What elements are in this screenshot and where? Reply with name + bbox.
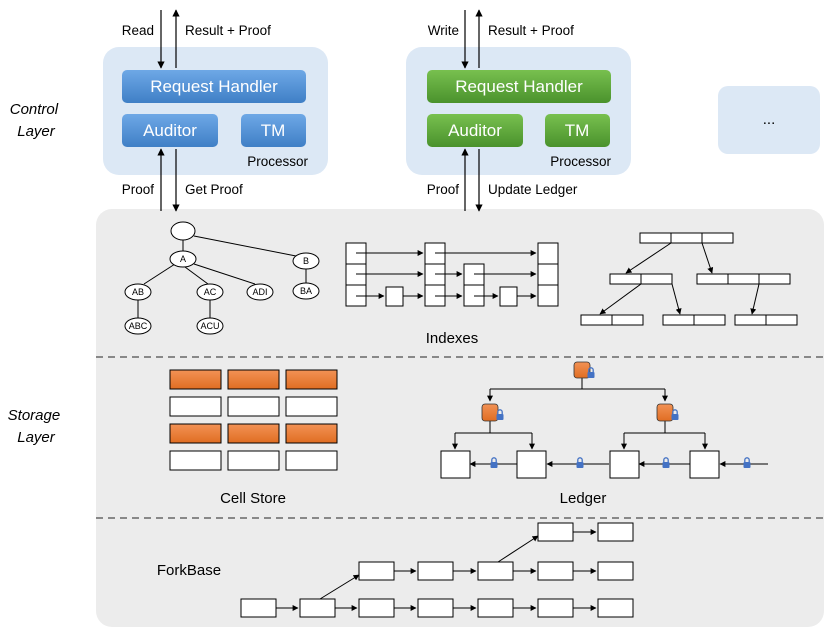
- trie-node-adi: ADI: [252, 287, 267, 297]
- get-proof-label: Get Proof: [185, 182, 243, 197]
- result-proof-label: Result + Proof: [185, 23, 271, 38]
- proof-label: Proof: [427, 182, 460, 197]
- processor-left: Request Handler Auditor TM Processor: [103, 47, 328, 175]
- ledger: [440, 361, 768, 479]
- result-proof-label: Result + Proof: [488, 23, 574, 38]
- tm-label: TM: [565, 121, 590, 140]
- trie-node-acu: ACU: [200, 321, 219, 331]
- control-layer-label: Control Layer: [10, 101, 63, 140]
- bplus-tree-index: [580, 232, 798, 326]
- auditor-box: [427, 114, 523, 147]
- indexes-label: Indexes: [426, 330, 479, 347]
- request-handler-box: [122, 70, 306, 103]
- request-handler-label: Request Handler: [455, 77, 583, 96]
- read-label: Read: [122, 23, 154, 38]
- auditor-box: [122, 114, 218, 147]
- more-processors-box: [718, 86, 820, 154]
- tm-box: [241, 114, 306, 147]
- processor-caption: Processor: [550, 154, 611, 169]
- ledger-label: Ledger: [560, 490, 607, 507]
- write-label: Write: [428, 23, 459, 38]
- forkbase-chains: [240, 522, 634, 618]
- skip-list-index: [345, 242, 559, 307]
- tm-box: [545, 114, 610, 147]
- trie-node-a: A: [180, 254, 186, 264]
- forkbase-label: ForkBase: [157, 562, 221, 579]
- storage-layer-label: Storage Layer: [8, 407, 65, 446]
- request-handler-box: [427, 70, 611, 103]
- storage-layer-panel: [96, 209, 824, 627]
- update-ledger-label: Update Ledger: [488, 182, 578, 197]
- cell-store-label: Cell Store: [220, 490, 286, 507]
- processor-right: Request Handler Auditor TM Processor: [406, 47, 631, 175]
- auditor-label: Auditor: [448, 121, 502, 140]
- trie-nodes: A B AB AC ADI BA ABC ACU: [124, 221, 320, 335]
- trie-node-ab: AB: [132, 287, 144, 297]
- tm-label: TM: [261, 121, 286, 140]
- more-processors-label: ...: [763, 111, 776, 128]
- proof-label: Proof: [122, 182, 155, 197]
- request-handler-label: Request Handler: [150, 77, 278, 96]
- trie-index: [137, 235, 307, 318]
- cell-store: [169, 369, 338, 471]
- trie-node-ac: AC: [204, 287, 217, 297]
- trie-node-b: B: [303, 256, 309, 266]
- processor-caption: Processor: [247, 154, 308, 169]
- trie-node-abc: ABC: [129, 321, 148, 331]
- auditor-label: Auditor: [143, 121, 197, 140]
- trie-node-ba: BA: [300, 286, 312, 296]
